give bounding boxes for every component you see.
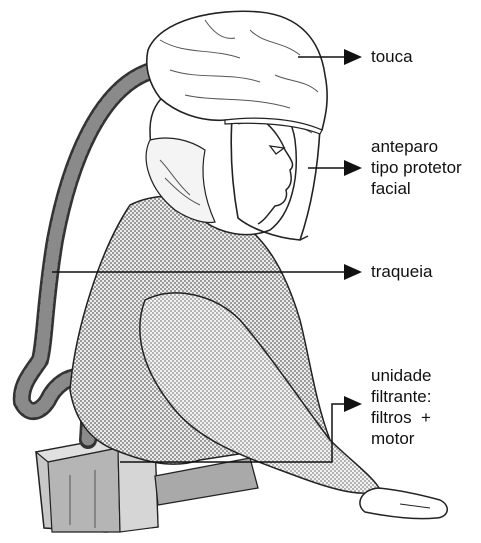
label-anteparo: anteparo tipo protetor facial	[371, 136, 462, 199]
label-anteparo-line-3: facial	[371, 178, 462, 199]
label-unidade: unidade filtrante: filtros + motor	[371, 365, 432, 449]
label-unidade-line-2: filtrante:	[371, 386, 432, 407]
label-traqueia-text: traqueia	[371, 261, 432, 282]
label-unidade-line-3: filtros +	[371, 407, 432, 428]
label-unidade-line-4: motor	[371, 428, 432, 449]
label-anteparo-line-1: anteparo	[371, 136, 462, 157]
label-anteparo-line-2: tipo protetor	[371, 157, 462, 178]
label-touca: touca	[371, 46, 413, 67]
label-traqueia: traqueia	[371, 261, 432, 282]
label-touca-text: touca	[371, 46, 413, 67]
label-unidade-line-1: unidade	[371, 365, 432, 386]
